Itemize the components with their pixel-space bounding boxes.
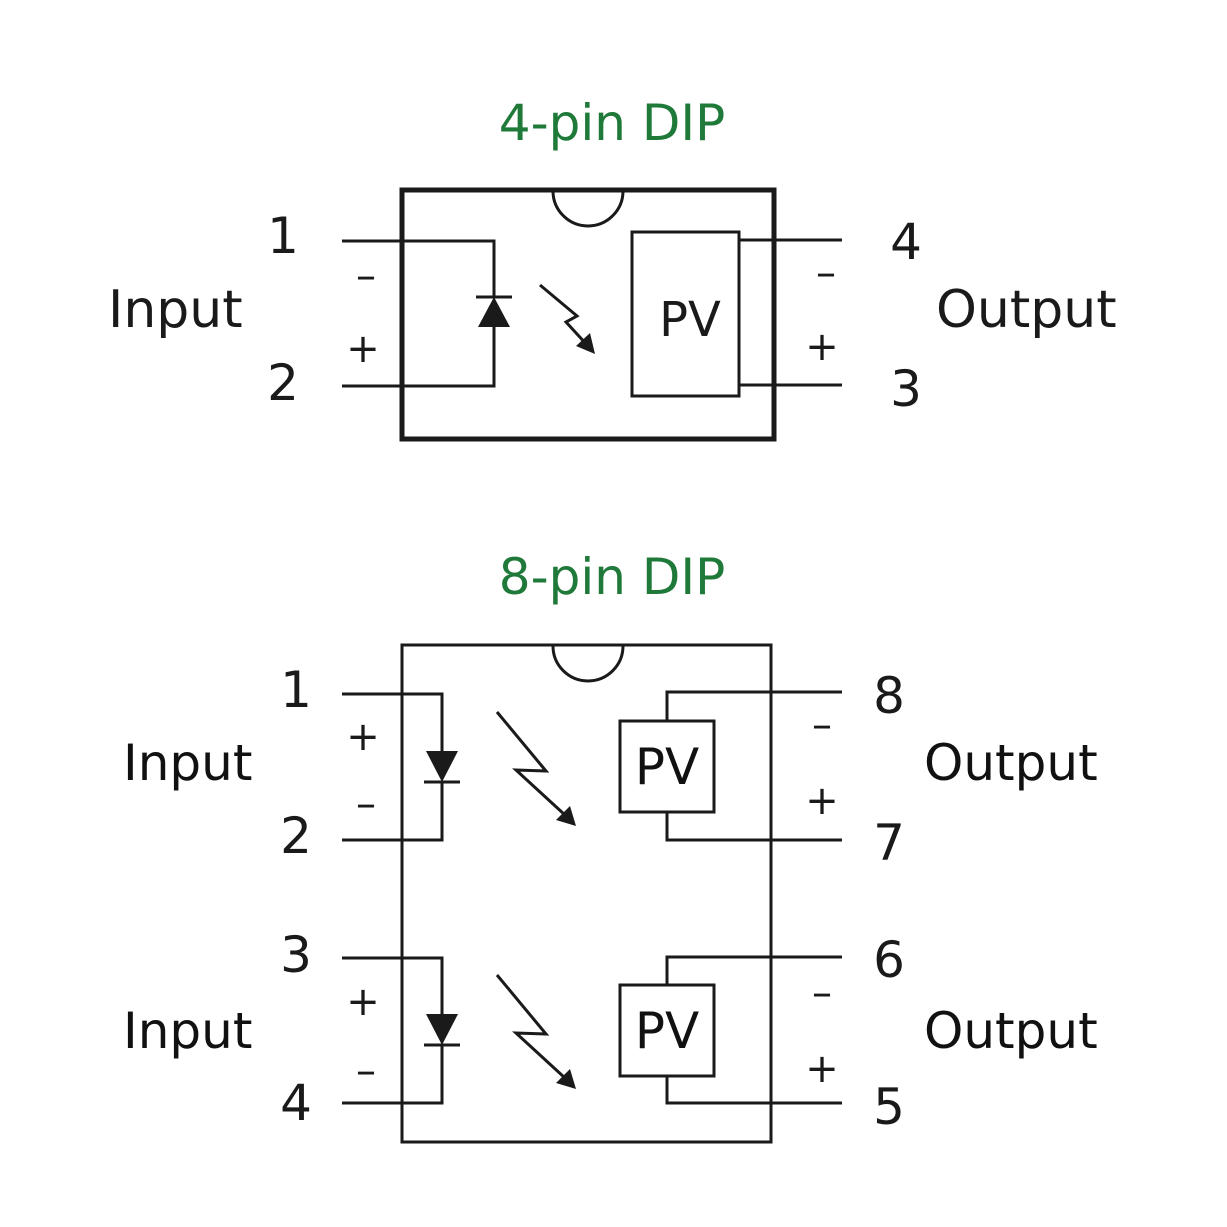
ch1-pv-label: PV [635, 738, 699, 796]
dip8-pin-7: 7 [873, 814, 905, 872]
dip4-input-wire-bottom [342, 327, 496, 388]
ch1-input-wire-top [342, 692, 444, 751]
dip4-body [399, 187, 777, 442]
ch2-input-wire-bottom [342, 1045, 444, 1105]
dip4-sign-in-bottom: + [346, 326, 380, 372]
ch2-input-wire-top [342, 956, 444, 1014]
ch2-sign-out-top: – [812, 970, 832, 1016]
dip4-pin-3: 3 [890, 360, 922, 418]
dip4-pin-1: 1 [267, 207, 299, 265]
ch2-output-label: Output [924, 1002, 1098, 1060]
dip8-pin-5: 5 [873, 1078, 905, 1136]
ch1-output-wire-bottom [665, 812, 842, 842]
dip8-pin-4: 4 [280, 1074, 312, 1132]
dip8-notch [551, 645, 625, 683]
ch2-output-wire-bottom [665, 1076, 842, 1105]
dip4-title: 4-pin DIP [499, 94, 725, 152]
dip4-package: 4-pin DIP PV Input Output 1 2 4 3 – + – … [108, 94, 1117, 442]
dip8-body [400, 643, 773, 1144]
ch2-pv-label: PV [635, 1002, 699, 1060]
ch1-input-label: Input [123, 734, 252, 792]
ch2-led-icon [426, 1014, 458, 1045]
dip4-input-label: Input [108, 280, 243, 340]
ch1-sign-out-bottom: + [805, 778, 839, 824]
dip4-pin-4: 4 [890, 213, 922, 271]
dip8-pin-2: 2 [280, 807, 312, 865]
ch1-light-arrowhead [556, 806, 576, 826]
dip8-pin-6: 6 [873, 931, 905, 989]
ch1-sign-out-top: – [812, 702, 832, 748]
ch1-light-arrow-icon [495, 711, 567, 817]
dip8-pin-1: 1 [280, 661, 312, 719]
ch1-output-wire-top [665, 690, 842, 721]
dip4-sign-in-top: – [356, 253, 376, 299]
ch2-sign-in-bottom: – [356, 1048, 376, 1094]
dip4-led-icon [478, 297, 510, 327]
dip8-pin-3: 3 [280, 926, 312, 984]
dip4-output-label: Output [936, 280, 1117, 340]
ch1-sign-in-bottom: – [356, 781, 376, 827]
dip8-channel-2: PV Input Output 3 4 6 5 + – – + [123, 926, 1098, 1136]
dip4-sign-out-bottom: + [805, 324, 839, 370]
dip8-channel-1: PV Input Output 1 2 8 7 + – – + [123, 661, 1098, 872]
ch1-sign-in-top: + [346, 714, 380, 760]
dip4-input-wire-top [342, 239, 496, 297]
dip8-package: 8-pin DIP PV Input Output 1 2 8 7 + – – … [123, 548, 1098, 1144]
dip4-sign-out-top: – [816, 250, 836, 296]
ch1-led-icon [426, 751, 458, 782]
ch2-input-label: Input [123, 1002, 252, 1060]
dip4-pin-2: 2 [267, 354, 299, 412]
dip4-pv-box [630, 230, 741, 398]
ch1-input-wire-bottom [342, 782, 444, 842]
dip8-pin-8: 8 [873, 667, 905, 725]
dip4-pv-label: PV [659, 292, 721, 348]
dip4-notch [551, 190, 625, 228]
dip4-light-arrow-icon [539, 283, 590, 348]
ch2-sign-out-bottom: + [805, 1046, 839, 1092]
dip4-light-arrowhead [576, 333, 595, 354]
ch2-output-wire-top [665, 955, 842, 985]
ch2-light-arrowhead [556, 1069, 576, 1089]
ch1-output-label: Output [924, 734, 1098, 792]
ch2-light-arrow-icon [495, 974, 567, 1080]
dip8-title: 8-pin DIP [499, 548, 725, 606]
ch2-sign-in-top: + [346, 979, 380, 1025]
